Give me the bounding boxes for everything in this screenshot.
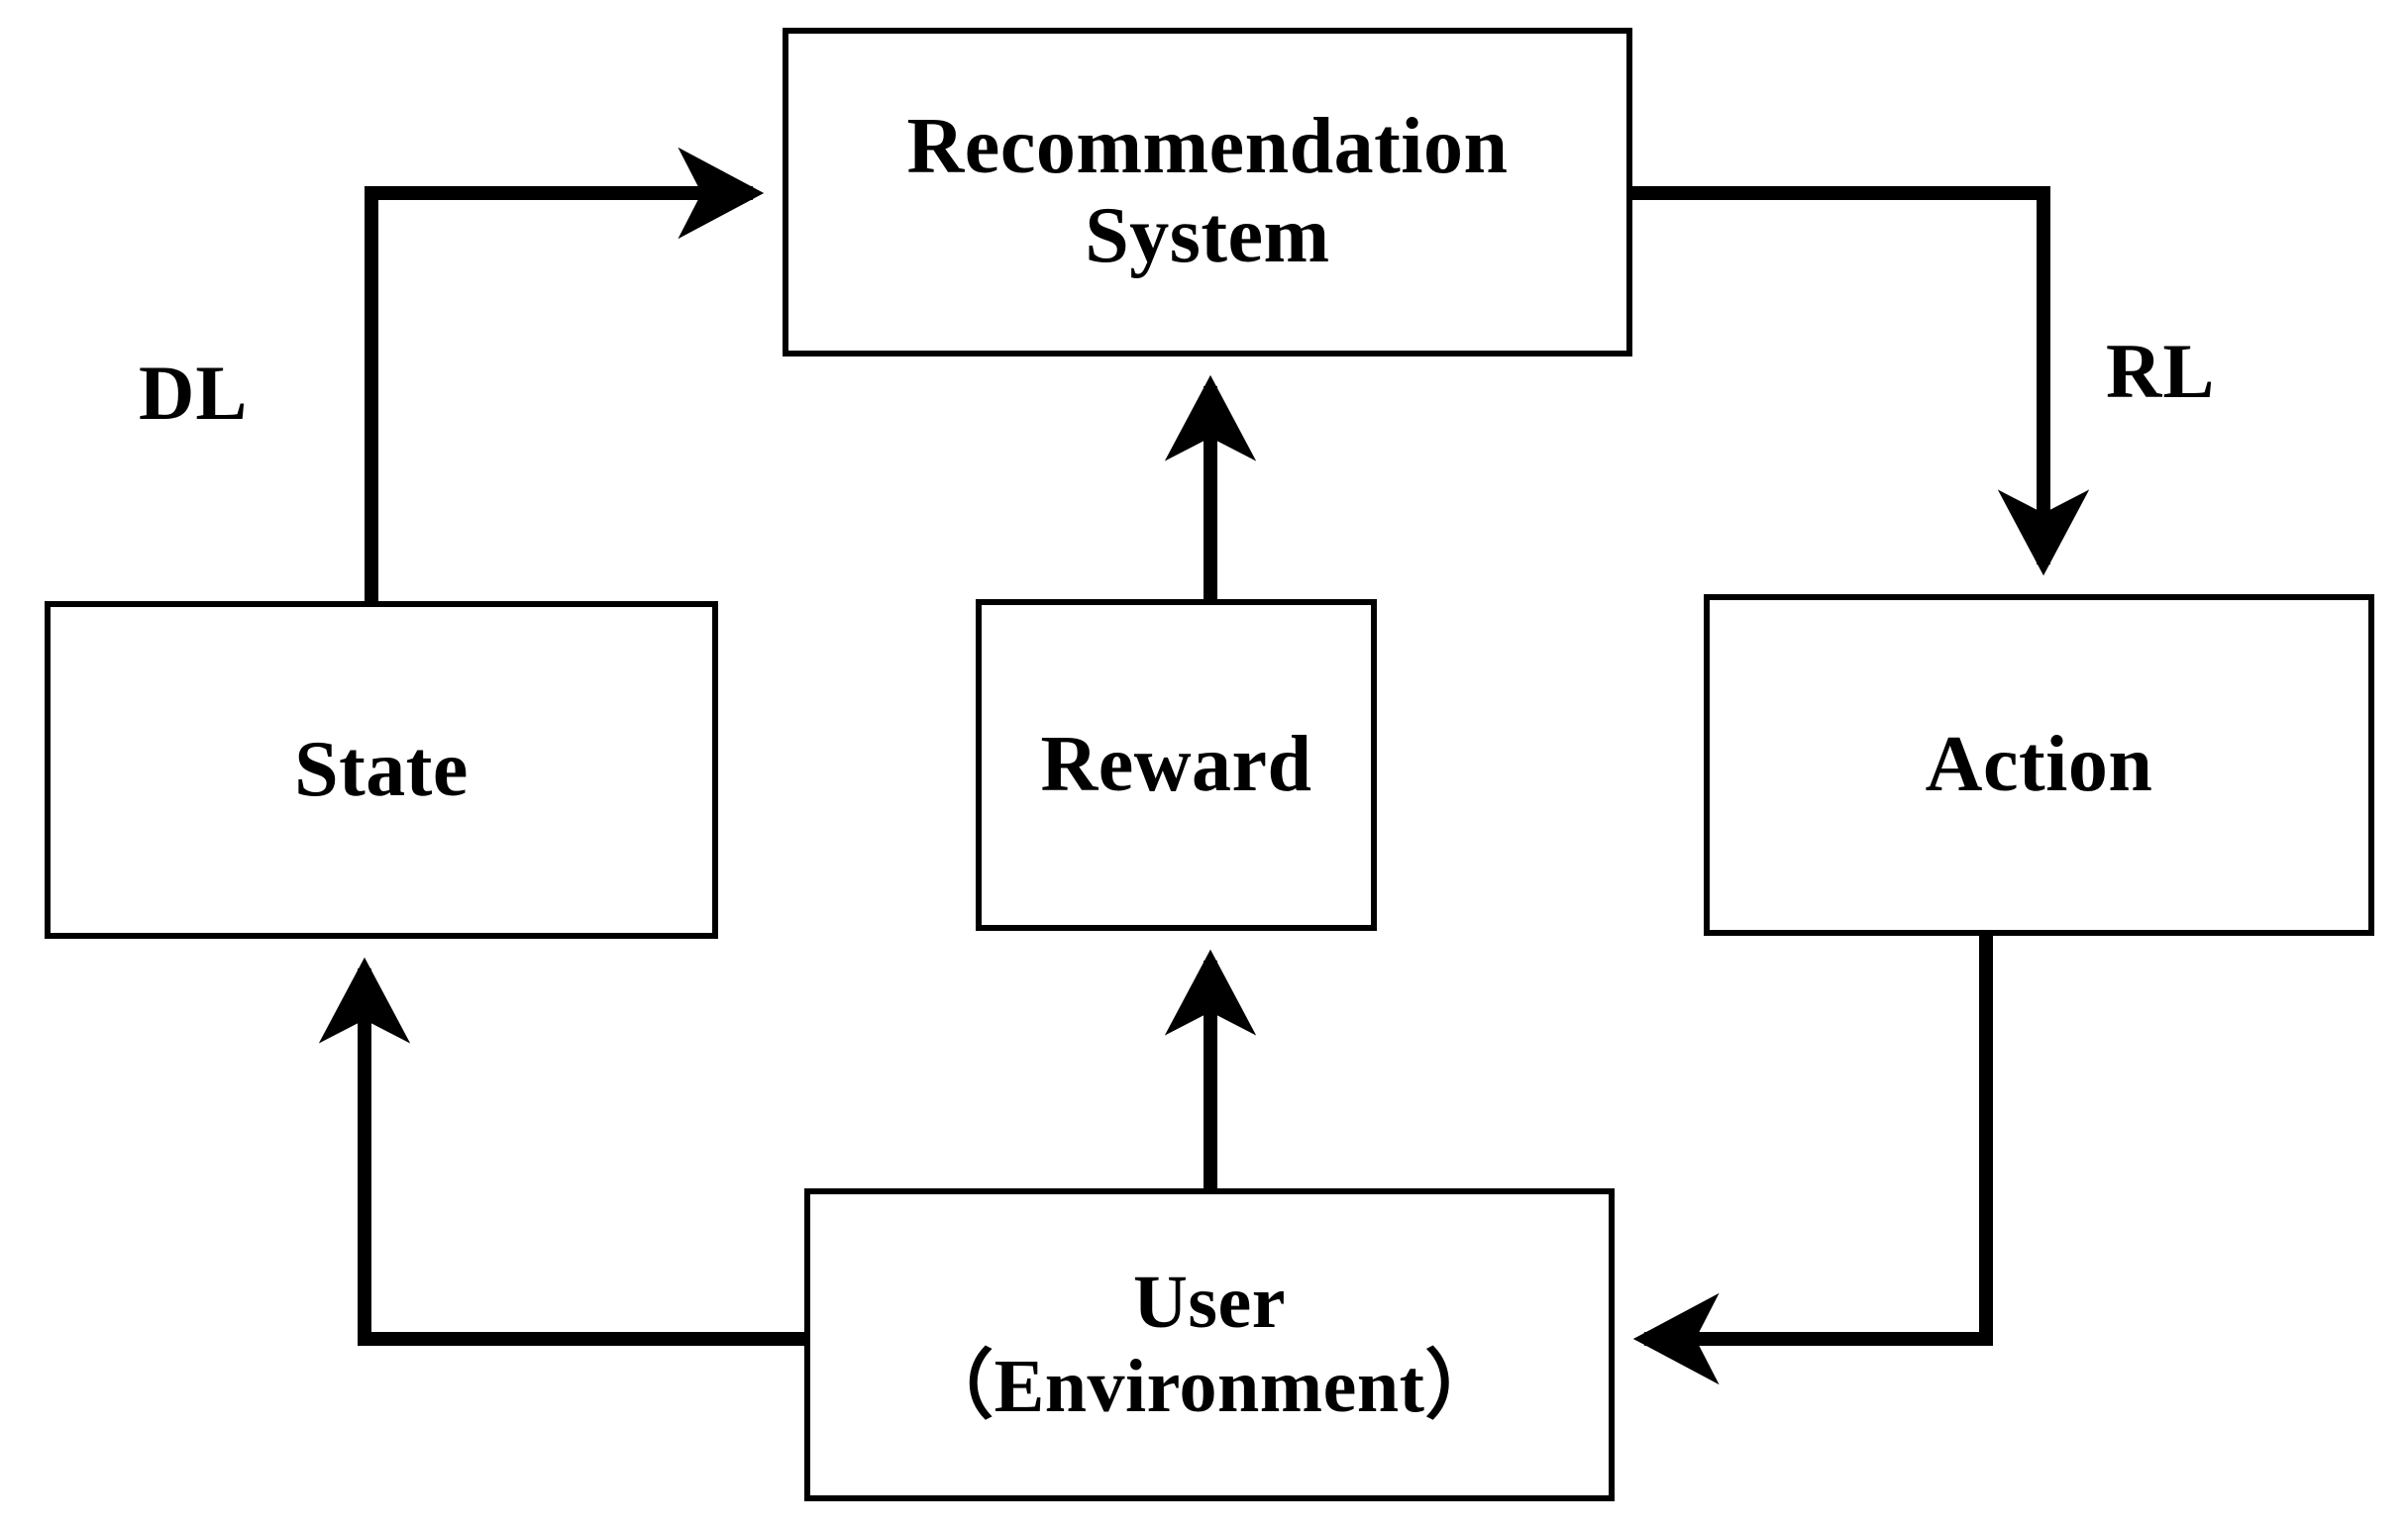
node-reward[interactable]: Reward bbox=[976, 599, 1377, 931]
edge-recommendation-system-to-action bbox=[1632, 186, 2090, 576]
edge-user-to-state bbox=[318, 957, 804, 1346]
node-action[interactable]: Action bbox=[1704, 594, 2374, 936]
node-recommendation-system-label-line1: Recommendation bbox=[906, 103, 1509, 191]
node-user-environment-label-line2: （Environment） bbox=[918, 1345, 1501, 1428]
node-user-environment-label-line1: User bbox=[1133, 1260, 1286, 1344]
node-reward-label: Reward bbox=[1040, 720, 1312, 808]
node-state-label: State bbox=[294, 725, 469, 813]
edge-state-to-recommendation-system bbox=[365, 147, 765, 601]
node-state[interactable]: State bbox=[45, 601, 718, 939]
edge-action-to-user bbox=[1632, 936, 1993, 1385]
edge-label-rl: RL bbox=[2106, 328, 2216, 414]
edge-label-dl: DL bbox=[139, 350, 249, 436]
node-recommendation-system[interactable]: Recommendation System bbox=[783, 28, 1632, 357]
node-action-label: Action bbox=[1925, 720, 2153, 808]
node-recommendation-system-label-line2: System bbox=[1085, 192, 1330, 279]
node-user-environment[interactable]: User （Environment） bbox=[804, 1188, 1615, 1501]
